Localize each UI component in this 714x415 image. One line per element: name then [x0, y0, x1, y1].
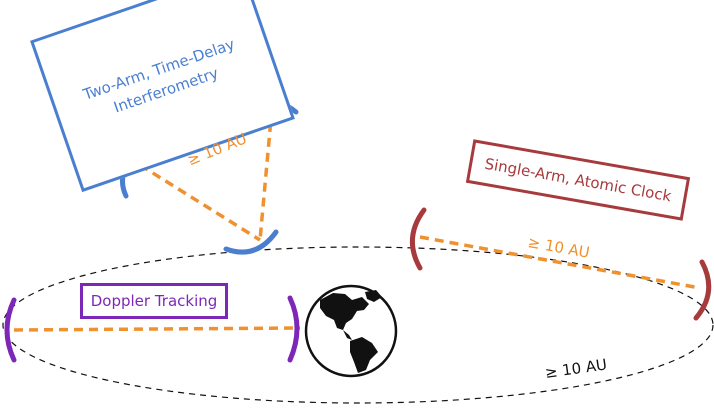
doppler-bracket-left: [4, 297, 17, 363]
two-arm-label: Two-Arm, Time-Delay Interferometry: [80, 35, 237, 117]
single-arm-bracket-right: [693, 259, 712, 321]
two-arm-baseline-left: [139, 163, 261, 242]
two-arm-baseline-right: [258, 107, 274, 241]
doppler-label-box: Doppler Tracking: [80, 283, 228, 319]
orbit-ellipse: [2, 246, 714, 404]
single-arm-baseline: [419, 235, 701, 290]
single-arm-bracket-left: [409, 207, 427, 271]
doppler-label: Doppler Tracking: [90, 292, 218, 310]
doppler-baseline: [13, 326, 301, 332]
doppler-bracket-right: [287, 295, 300, 363]
earth-globe-icon: [304, 284, 398, 378]
two-arm-bracket-bottom: [223, 229, 279, 255]
